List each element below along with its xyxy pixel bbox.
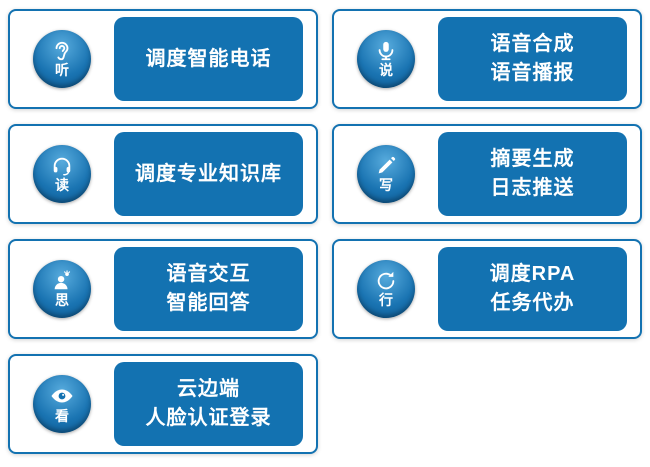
think-badge: 思 — [33, 260, 91, 318]
badge-wrap: 读 — [10, 145, 114, 203]
listen-badge: 听 — [33, 30, 91, 88]
eye-icon — [50, 384, 74, 408]
badge-label: 说 — [379, 61, 393, 78]
badge-wrap: 写 — [334, 145, 438, 203]
badge-label: 行 — [379, 291, 393, 308]
card-see: 看 云边端 人脸认证登录 — [8, 354, 318, 454]
feature-label: 语音合成 语音播报 — [438, 17, 627, 101]
feature-line: 日志推送 — [490, 177, 575, 199]
act-badge: 行 — [357, 260, 415, 318]
card-listen: 听 调度智能电话 — [8, 9, 318, 109]
feature-line: 调度智能电话 — [145, 47, 272, 70]
card-read: 读 调度专业知识库 — [8, 124, 318, 224]
feature-line: 语音合成 — [490, 33, 575, 55]
speak-badge: 说 — [357, 30, 415, 88]
badge-wrap: 看 — [10, 375, 114, 433]
feature-line: 语音交互 — [166, 263, 251, 285]
card-think: 思 语音交互 智能回答 — [8, 239, 318, 339]
feature-label: 调度RPA 任务代办 — [438, 247, 627, 331]
feature-line: 调度RPA — [489, 263, 576, 285]
card-act: 行 调度RPA 任务代办 — [332, 239, 642, 339]
read-badge: 读 — [33, 145, 91, 203]
badge-label: 看 — [55, 407, 69, 424]
feature-label: 摘要生成 日志推送 — [438, 132, 627, 216]
headset-icon — [51, 155, 73, 177]
feature-label: 调度专业知识库 — [114, 132, 303, 216]
feature-line: 语音播报 — [490, 62, 575, 84]
feature-line: 智能回答 — [166, 292, 251, 314]
see-badge: 看 — [33, 375, 91, 433]
circular-arrow-icon — [375, 270, 397, 292]
feature-label: 语音交互 智能回答 — [114, 247, 303, 331]
feature-line: 调度专业知识库 — [135, 162, 282, 185]
feature-label: 云边端 人脸认证登录 — [114, 362, 303, 446]
feature-line: 云边端 — [177, 378, 240, 400]
ear-icon — [51, 40, 73, 62]
write-badge: 写 — [357, 145, 415, 203]
badge-wrap: 听 — [10, 30, 114, 88]
card-speak: 说 语音合成 语音播报 — [332, 9, 642, 109]
feature-line: 人脸认证登录 — [145, 407, 272, 429]
badge-label: 思 — [55, 291, 69, 308]
badge-wrap: 行 — [334, 260, 438, 318]
badge-wrap: 思 — [10, 260, 114, 318]
feature-label: 调度智能电话 — [114, 17, 303, 101]
feature-line: 任务代办 — [490, 292, 575, 314]
person-idea-icon — [51, 270, 73, 292]
microphone-icon — [375, 40, 397, 62]
badge-wrap: 说 — [334, 30, 438, 88]
badge-label: 写 — [379, 176, 393, 193]
badge-label: 读 — [55, 176, 69, 193]
badge-label: 听 — [55, 61, 69, 78]
feature-line: 摘要生成 — [490, 148, 575, 170]
pen-icon — [375, 155, 397, 177]
card-write: 写 摘要生成 日志推送 — [332, 124, 642, 224]
